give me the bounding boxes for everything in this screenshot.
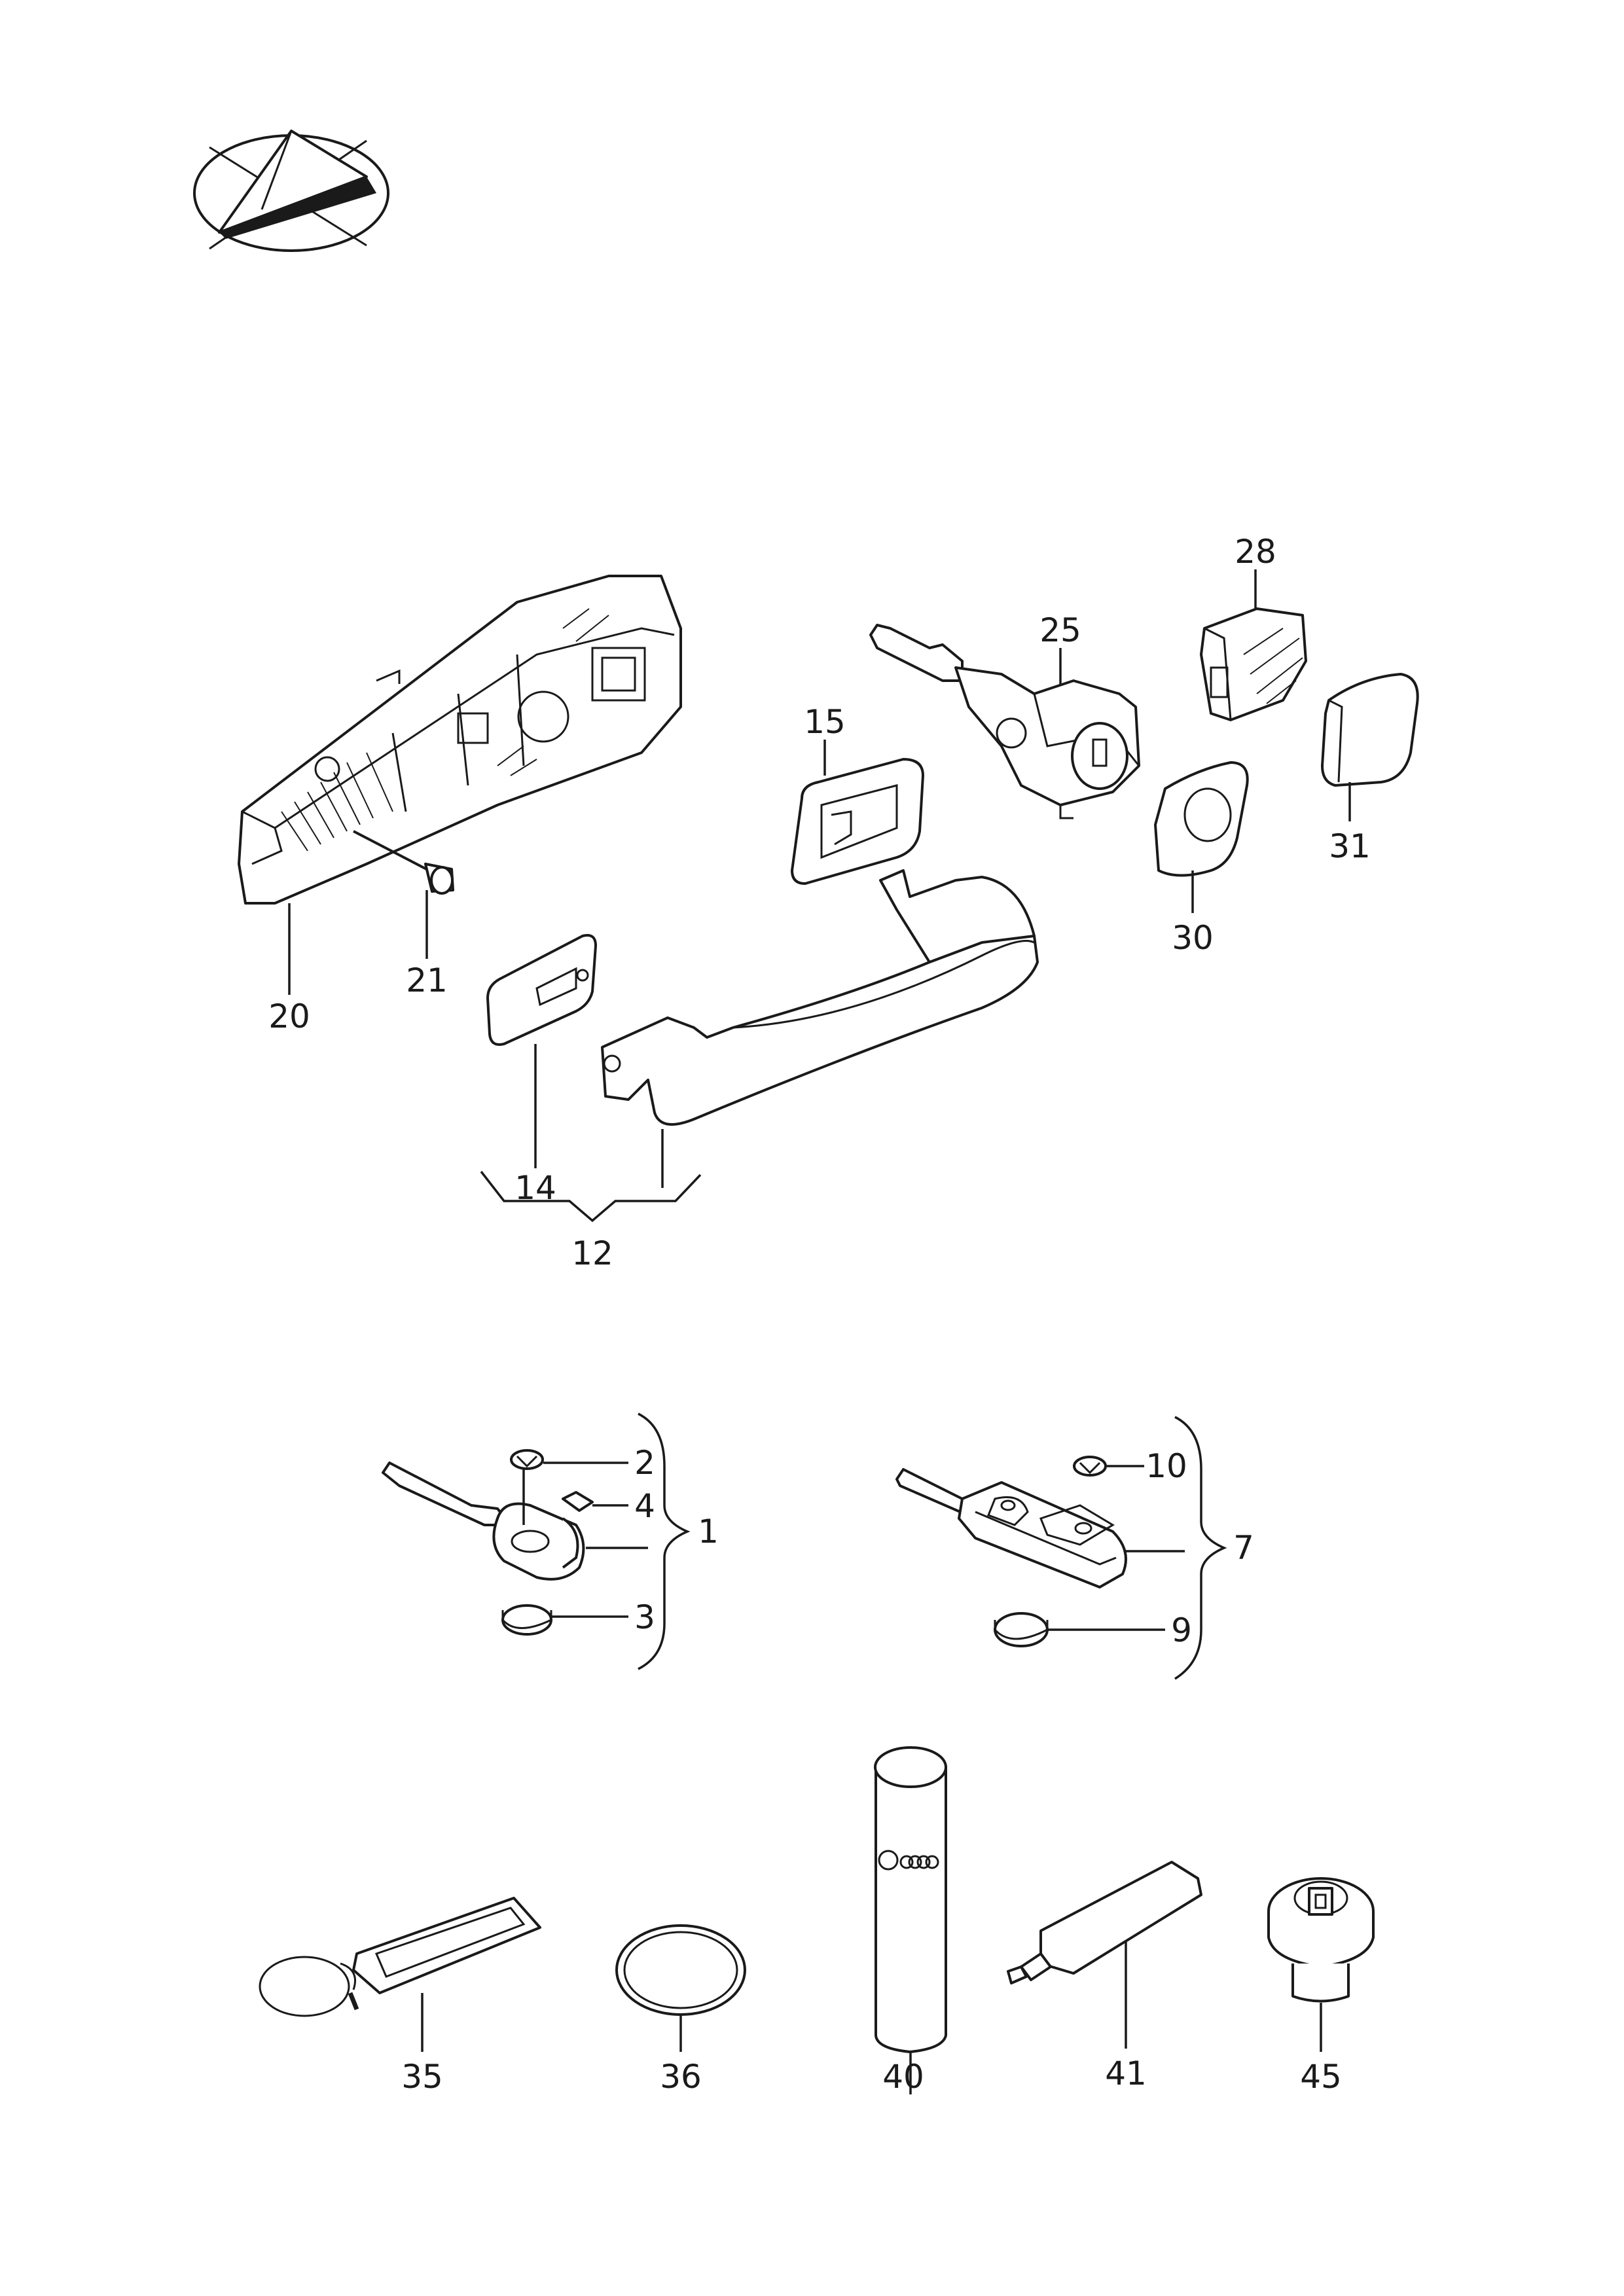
callout-3: 3 [634, 1598, 655, 1636]
door-handle-part-12 [601, 869, 1039, 1126]
handle-carrier-part-20 [238, 575, 682, 905]
callout-9: 9 [1171, 1611, 1192, 1649]
callout-41: 41 [1105, 2054, 1147, 2092]
lock-cylinder-part-25 [869, 624, 1140, 819]
callout-25: 25 [1039, 611, 1081, 649]
cover-mechanism-part-28 [1200, 607, 1307, 721]
gasket-part-15 [791, 758, 924, 885]
plug-part-45 [1267, 1877, 1375, 2003]
tag-strap-part-35 [259, 1897, 541, 2017]
callout-2: 2 [634, 1444, 655, 1482]
lock-cap-part-30 [1154, 761, 1249, 877]
callout-12: 12 [571, 1234, 613, 1272]
spray-can-part-40 [874, 1746, 947, 2053]
remote-key-part-7 [895, 1456, 1127, 1647]
callout-4: 4 [634, 1487, 655, 1525]
callout-30: 30 [1172, 919, 1214, 957]
callout-7: 7 [1233, 1529, 1254, 1567]
o-ring-part-36 [615, 1924, 746, 2016]
callout-28: 28 [1235, 533, 1276, 571]
orientation-symbol-icon [193, 130, 389, 252]
callout-35: 35 [401, 2058, 443, 2096]
callout-40: 40 [882, 2058, 924, 2096]
callout-36: 36 [660, 2058, 702, 2096]
screw-part-21 [353, 830, 454, 895]
callout-14: 14 [514, 1169, 556, 1207]
callout-15: 15 [804, 703, 846, 741]
cover-cap-part-31 [1321, 673, 1419, 787]
tube-part-41 [1007, 1861, 1202, 1984]
callout-21: 21 [406, 961, 448, 999]
trim-cap-part-14 [486, 934, 597, 1046]
callout-31: 31 [1329, 827, 1371, 865]
callout-1: 1 [698, 1513, 719, 1551]
key-part-1 [382, 1449, 594, 1636]
callout-20: 20 [268, 997, 310, 1035]
leader-lines [288, 569, 1351, 2094]
callout-45: 45 [1300, 2058, 1342, 2096]
callout-10: 10 [1146, 1447, 1187, 1485]
